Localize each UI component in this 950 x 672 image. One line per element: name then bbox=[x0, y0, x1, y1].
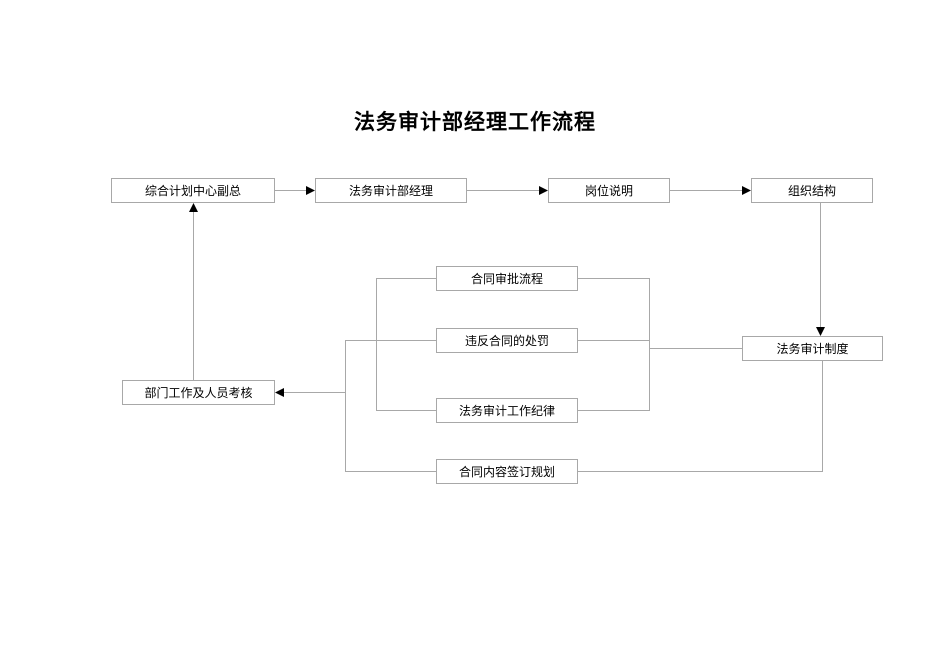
edge-planning-system bbox=[578, 361, 823, 472]
arrowhead-down-system bbox=[816, 327, 825, 336]
node-manager: 法务审计部经理 bbox=[315, 178, 467, 203]
node-dept-assessment: 部门工作及人员考核 bbox=[122, 380, 275, 405]
node-vp: 综合计划中心副总 bbox=[111, 178, 275, 203]
node-contract-approval: 合同审批流程 bbox=[436, 266, 578, 291]
arrowhead-right-org bbox=[742, 186, 751, 195]
edge-right-bracket bbox=[578, 278, 650, 411]
node-job-description: 岗位说明 bbox=[548, 178, 670, 203]
node-org-structure: 组织结构 bbox=[751, 178, 873, 203]
edge-penalty-planning bbox=[345, 340, 436, 472]
node-contract-planning: 合同内容签订规划 bbox=[436, 459, 578, 484]
node-breach-penalty: 违反合同的处罚 bbox=[436, 328, 578, 353]
node-audit-discipline: 法务审计工作纪律 bbox=[436, 398, 578, 423]
diagram-title: 法务审计部经理工作流程 bbox=[354, 111, 596, 134]
arrowhead-left-assess bbox=[275, 388, 284, 397]
node-audit-system: 法务审计制度 bbox=[742, 336, 883, 361]
arrowhead-up-vp bbox=[189, 203, 198, 212]
arrowhead-right-job bbox=[539, 186, 548, 195]
edge-approval-discipline bbox=[376, 278, 436, 411]
arrowhead-right-manager bbox=[306, 186, 315, 195]
